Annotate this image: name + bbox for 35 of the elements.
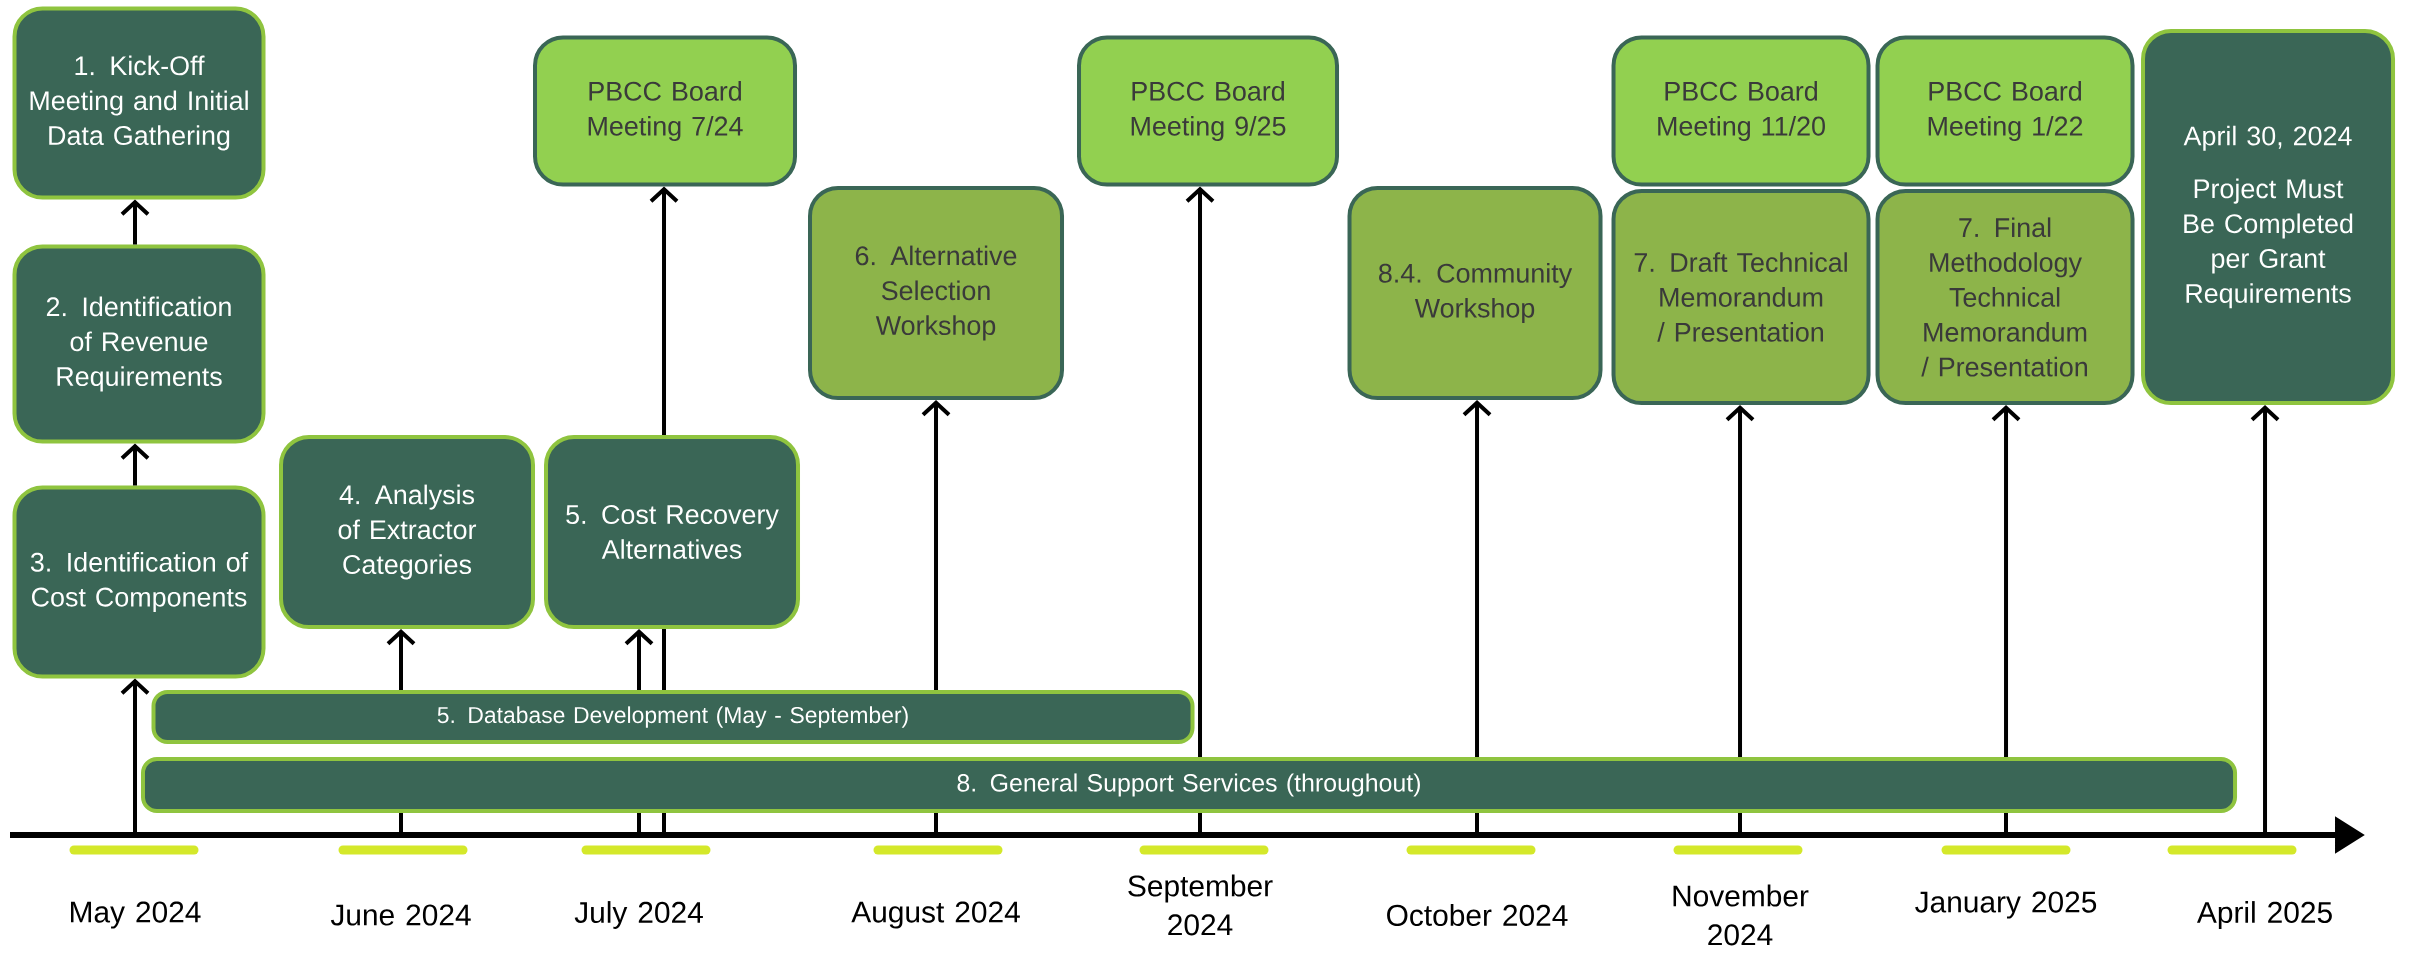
- month-label: September 2024: [1128, 874, 1273, 936]
- arrow: [120, 678, 150, 835]
- arrow: [921, 400, 951, 690]
- task-box: 2. Identification of Revenue Requirements: [12, 244, 266, 444]
- task-box: 5. Cost Recovery Alternatives: [544, 435, 800, 629]
- arrow: [386, 629, 416, 690]
- workshop-box: 7. Final Methodology Technical Memorandum / Presentation: [1875, 189, 2135, 405]
- arrow: [2250, 405, 2280, 835]
- month-label: July 2024: [574, 901, 703, 929]
- month-label: June 2024: [330, 904, 471, 926]
- month-label: May 2024: [71, 901, 201, 929]
- month-label: April 2025: [2196, 901, 2332, 929]
- workshop-box: 8.4. Community Workshop: [1347, 186, 1603, 400]
- meeting-box: PBCC Board Meeting 9/25: [1077, 35, 1339, 187]
- arrow: [1462, 400, 1492, 757]
- month-label: October 2024: [1387, 904, 1568, 926]
- month-label: November 2024: [1673, 884, 1809, 946]
- task-bar: 8. General Support Services (throughout): [141, 757, 2238, 813]
- meeting-box: PBCC Board Meeting 7/24: [533, 35, 797, 187]
- task-box: 1. Kick-Off Meeting and Initial Data Gathering: [12, 6, 266, 200]
- arrow: [649, 186, 679, 435]
- task-bar: 5. Database Development (May - September): [151, 690, 1195, 744]
- month-label: August 2024: [851, 901, 1020, 929]
- month-label: January 2025: [1915, 891, 2097, 919]
- workshop-box: 6. Alternative Selection Workshop: [808, 186, 1064, 400]
- arrow: [1725, 405, 1755, 757]
- workshop-box: 7. Draft Technical Memorandum / Presentation: [1611, 189, 1871, 405]
- arrow: [1185, 186, 1215, 757]
- arrow: [624, 629, 654, 690]
- task-box: 3. Identification of Cost Components: [12, 485, 266, 679]
- meeting-box: PBCC Board Meeting 11/20: [1611, 35, 1871, 187]
- arrow: [1991, 405, 2021, 757]
- task-box: 4. Analysis of Extractor Categories: [279, 435, 535, 629]
- meeting-box: PBCC Board Meeting 1/22: [1875, 35, 2135, 187]
- deadline-box: April 30, 2024 Project Must Be Completed per Grant Requirements: [2141, 29, 2396, 405]
